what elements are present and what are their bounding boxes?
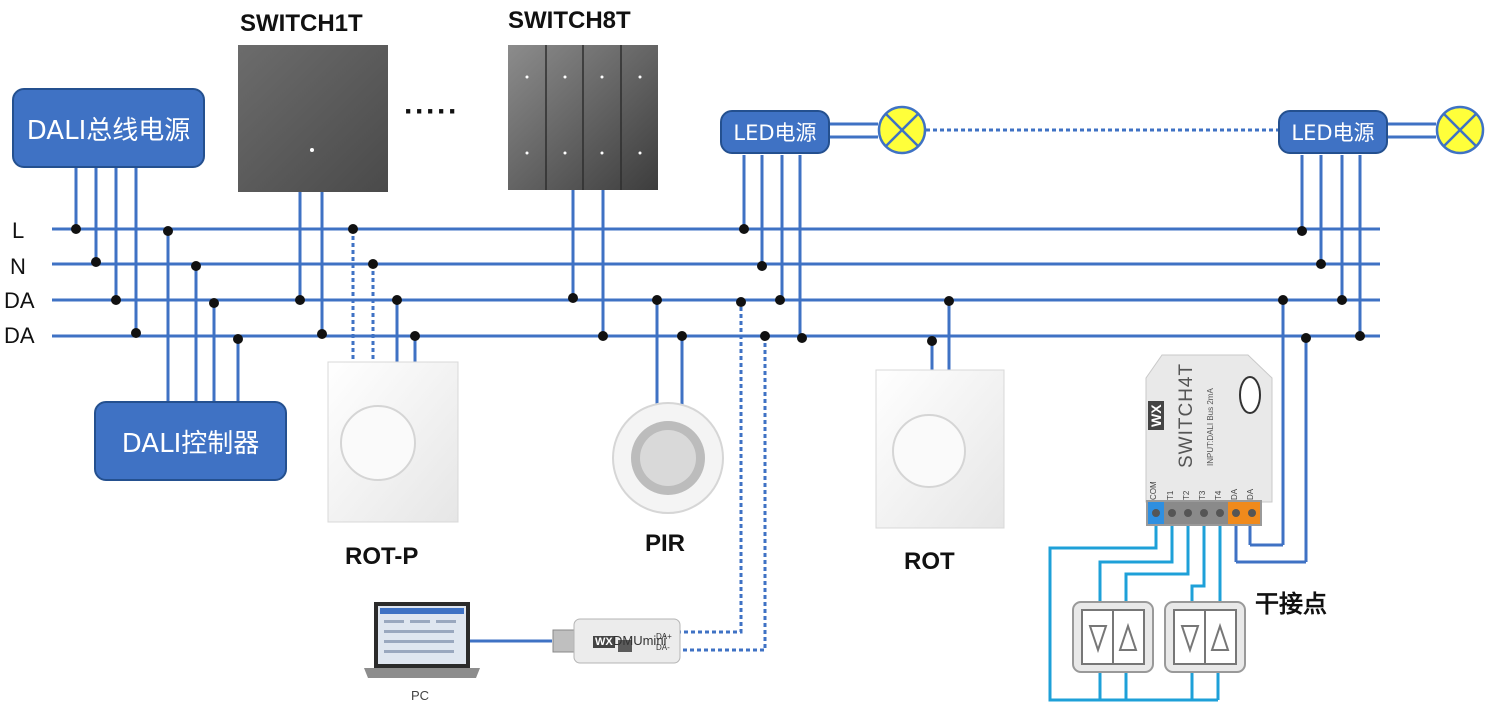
- pir-title: PIR: [645, 530, 686, 557]
- dry-contact-switch: [1164, 601, 1246, 673]
- switch1t-panel: [238, 45, 388, 192]
- dali-controller: DALI控制器: [94, 401, 287, 481]
- lamp-icon: [1435, 105, 1485, 155]
- led-driver: LED电源: [1278, 110, 1388, 154]
- rot-panel: [875, 369, 1005, 529]
- led-driver-label: LED电源: [1291, 121, 1375, 145]
- pir-sensor: [612, 402, 724, 514]
- bus-label-da: DA: [4, 288, 35, 313]
- switch4t-terminal-t2: T2: [1182, 490, 1191, 500]
- solid-taps: [74, 122, 1436, 643]
- power-supply-label: DALI总线电源: [26, 115, 191, 146]
- dry-contact-wires: [1048, 526, 1222, 702]
- junction-dots: [71, 224, 1365, 346]
- pc-label: PC: [411, 688, 430, 703]
- dashed-taps: [351, 128, 1278, 652]
- led-driver: LED电源: [720, 110, 830, 154]
- switch8t-panel: [508, 45, 658, 190]
- switch4t-model: SWITCH4T: [1176, 362, 1197, 468]
- dmu-mini-interface: [552, 618, 681, 664]
- bus-label-da: DA: [4, 323, 35, 348]
- bus-lines: [52, 227, 1380, 338]
- ellipsis: ·····: [404, 95, 459, 128]
- pc-laptop: [364, 602, 480, 678]
- switch4t-brand: WX: [1148, 401, 1164, 430]
- bus-label-l: L: [12, 218, 25, 243]
- controller-label: DALI控制器: [121, 428, 260, 459]
- switch4t-terminal-da: DA: [1246, 488, 1255, 500]
- switch4t-terminal-da: DA: [1230, 488, 1239, 500]
- switch4t-input-text: INPUT:DALI Bus 2mA: [1206, 388, 1215, 466]
- dmu-brand: WX: [593, 636, 615, 648]
- dmu-model: DMUmini: [613, 633, 667, 648]
- switch4t-terminal-t1: T1: [1166, 490, 1175, 500]
- led-driver-label: LED电源: [733, 121, 817, 145]
- bus-label-n: N: [10, 254, 26, 279]
- switch1t-title: SWITCH1T: [240, 10, 363, 37]
- lamp-icon: [877, 105, 927, 155]
- dry-contact-title: 干接点: [1255, 590, 1327, 618]
- dmu-terminal-da-minus: DA-: [656, 643, 670, 652]
- rot-p-title: ROT-P: [345, 543, 419, 570]
- switch8t-title: SWITCH8T: [508, 7, 631, 34]
- switch4t-terminal-t4: T4: [1214, 490, 1223, 500]
- switch4t-module: [1145, 354, 1273, 526]
- switch4t-terminal-com: COM: [1149, 481, 1158, 500]
- dmu-terminal-da-plus: DA+: [656, 632, 672, 641]
- dali-bus-power-supply: DALI总线电源: [12, 88, 205, 168]
- switch4t-terminal-t3: T3: [1198, 490, 1207, 500]
- rot-title: ROT: [904, 548, 955, 575]
- rot-p-panel: [327, 361, 459, 523]
- dry-contact-switch: [1072, 601, 1154, 673]
